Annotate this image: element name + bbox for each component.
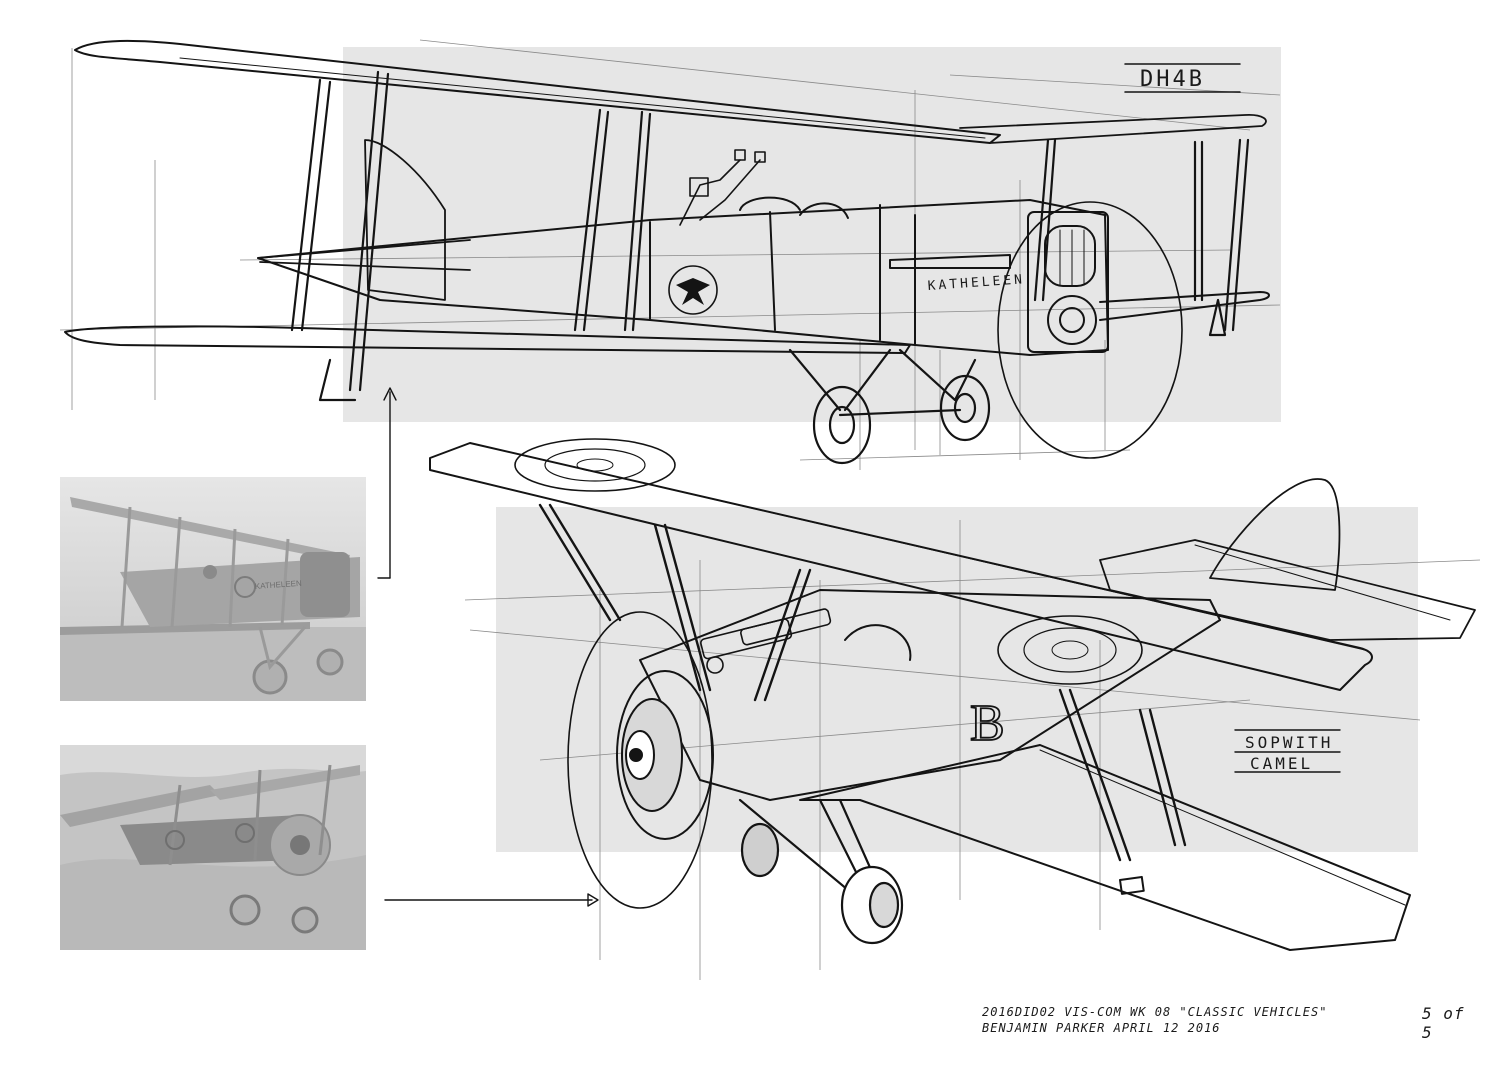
backdrop-panel-top: [343, 47, 1281, 422]
arrow-right-icon: [384, 893, 599, 907]
camel-fuselage-roundel: [997, 615, 1143, 685]
dh4b-struts: [290, 70, 1250, 402]
fuselage-name: KATHELEEN: [927, 272, 1025, 294]
camel-landing-gear: [738, 798, 904, 945]
roundel-letter: B: [970, 695, 1005, 752]
camel-title-block: SOPWITH CAMEL: [1234, 729, 1341, 773]
dh4b-machine-guns: [679, 149, 766, 226]
dh4b-propeller-disc: [997, 201, 1183, 459]
page-indicator: 5 of 5: [1422, 1004, 1465, 1042]
camel-wing-roundel: [514, 438, 676, 492]
dh4b-upper-wing: [74, 39, 1001, 144]
dh4b-upper-wing-right: [959, 114, 1267, 144]
dh4b-title: DH4B: [1140, 67, 1205, 92]
dh4b-landing-gear: [788, 348, 991, 465]
camel-lower-wing: [799, 744, 1411, 951]
roundel-icon: [668, 265, 718, 315]
camel-engine-cowling: [616, 670, 714, 840]
footer-course-line: 2016DID02 VIS-COM WK 08 "CLASSIC VEHICLE…: [982, 1005, 1328, 1019]
footer-author-line: BENJAMIN PARKER APRIL 12 2016: [982, 1021, 1221, 1035]
reference-photo-camel: [60, 745, 366, 950]
camel-upper-wing: [429, 442, 1373, 691]
dh4b-lower-wing: [64, 291, 1270, 354]
camel-title-line2: CAMEL: [1250, 754, 1313, 773]
camel-title-line1: SOPWITH: [1245, 733, 1333, 752]
camel-tail: [1099, 478, 1476, 641]
sheet-footer: 2016DID02 VIS-COM WK 08 "CLASSIC VEHICLE…: [982, 1004, 1482, 1042]
photo-fuselage-name: KATHELEEN: [255, 579, 303, 591]
dh4b-title-block: DH4B: [1124, 63, 1241, 93]
arrow-up-icon: [377, 387, 397, 579]
reference-photo-dh4b: KATHELEEN: [60, 477, 366, 701]
dh4b-engine-nose: [1027, 211, 1109, 353]
camel-struts: [538, 503, 1187, 862]
